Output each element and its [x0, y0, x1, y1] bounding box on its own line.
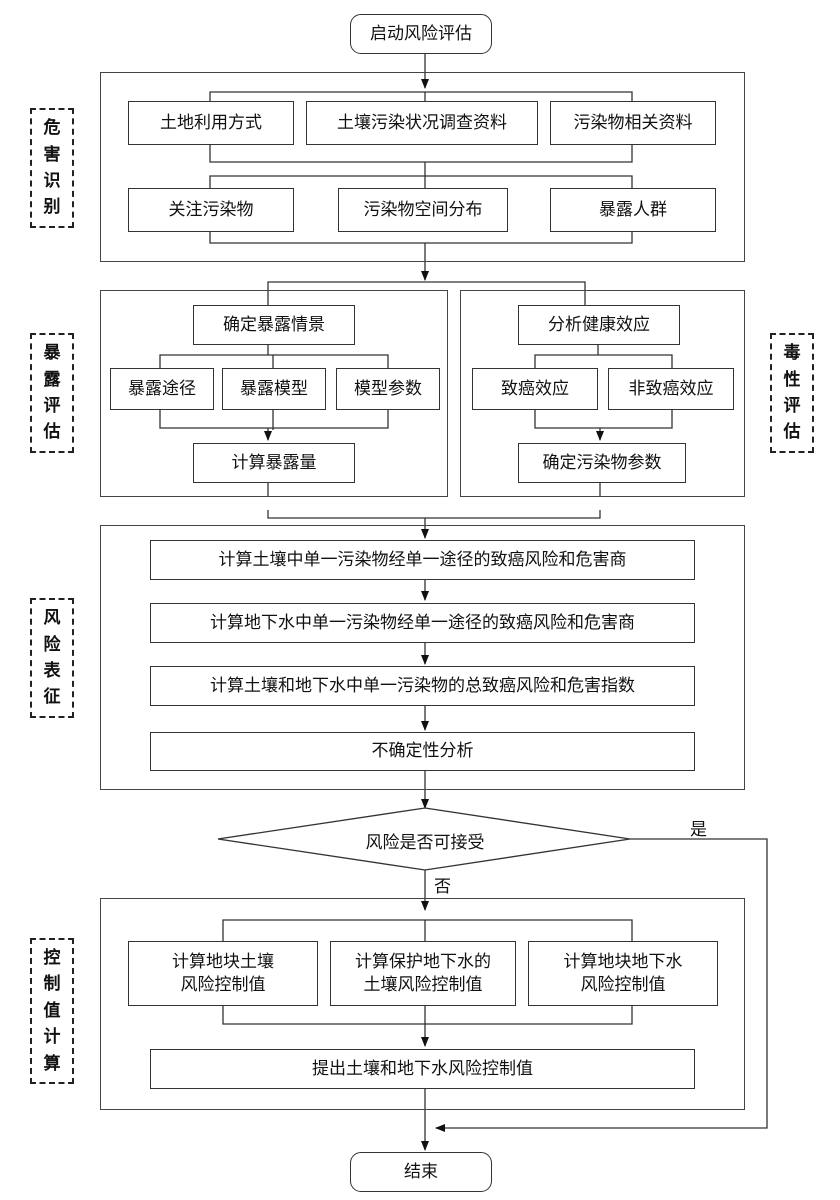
carcinogenic-box: 致癌效应 [472, 368, 598, 410]
control-value-group [100, 898, 745, 1110]
start-terminal: 启动风险评估 [350, 14, 492, 54]
exposure-items-join [159, 410, 389, 429]
stage-risk-characterization: 风 险 表 征 [30, 598, 74, 718]
toxicity-items-join [534, 410, 673, 429]
exposure-model-box: 暴露模型 [222, 368, 326, 410]
hazard-identification-group [100, 72, 745, 262]
stage-toxicity-assessment: 毒 性 评 估 [770, 333, 814, 453]
stage-control-value: 控 制 值 计 算 [30, 938, 74, 1084]
hazard-input-bracket [209, 91, 633, 101]
spatial-distribution-box: 污染物空间分布 [338, 188, 508, 232]
start-label: 启动风险评估 [370, 23, 472, 44]
soil-survey-box: 土壤污染状况调查资料 [306, 101, 538, 145]
hazard-output-join [209, 232, 633, 244]
stage-exposure-assessment: 暴 露 评 估 [30, 333, 74, 453]
end-terminal: 结束 [350, 1152, 492, 1192]
decision-question: 风险是否可接受 [365, 833, 485, 853]
hazard-output-bracket [209, 175, 633, 188]
merge-connector [267, 510, 601, 519]
exposure-dose-box: 计算暴露量 [193, 443, 355, 483]
pollutant-info-box: 污染物相关资料 [550, 101, 716, 145]
control-items-bracket [222, 919, 633, 941]
exposure-assessment-group [100, 290, 448, 497]
exposure-pathway-box: 暴露途径 [110, 368, 214, 410]
yes-branch-line [435, 838, 768, 1132]
split-connector [267, 281, 586, 290]
exposure-scenario-box: 确定暴露情景 [193, 305, 355, 345]
yes-label: 是 [690, 820, 707, 840]
model-parameters-box: 模型参数 [336, 368, 440, 410]
non-carcinogenic-box: 非致癌效应 [608, 368, 734, 410]
hazard-input-join [209, 145, 633, 163]
pollutant-parameters-box: 确定污染物参数 [518, 443, 686, 483]
total-risk-step-box: 计算土壤和地下水中单一污染物的总致癌风险和危害指数 [150, 666, 695, 706]
pollutants-of-concern-box: 关注污染物 [128, 188, 294, 232]
site-groundwater-control-box: 计算地块地下水 风险控制值 [528, 941, 718, 1006]
exposure-items-bracket [159, 354, 389, 368]
control-items-join [222, 1006, 633, 1025]
propose-control-values-box: 提出土壤和地下水风险控制值 [150, 1049, 695, 1089]
land-use-box: 土地利用方式 [128, 101, 294, 145]
groundwater-risk-step-box: 计算地下水中单一污染物经单一途径的致癌风险和危害商 [150, 603, 695, 643]
stage-hazard-identification: 危 害 识 别 [30, 108, 74, 228]
risk-characterization-group [100, 525, 745, 790]
groundwater-protection-soil-box: 计算保护地下水的 土壤风险控制值 [330, 941, 516, 1006]
health-effects-box: 分析健康效应 [518, 305, 680, 345]
toxicity-assessment-group [460, 290, 745, 497]
uncertainty-analysis-box: 不确定性分析 [150, 732, 695, 771]
end-label: 结束 [404, 1161, 438, 1182]
toxicity-items-bracket [534, 354, 673, 368]
soil-risk-step-box: 计算土壤中单一污染物经单一途径的致癌风险和危害商 [150, 540, 695, 580]
site-soil-control-box: 计算地块土壤 风险控制值 [128, 941, 318, 1006]
exposed-population-box: 暴露人群 [550, 188, 716, 232]
no-label: 否 [434, 877, 451, 897]
